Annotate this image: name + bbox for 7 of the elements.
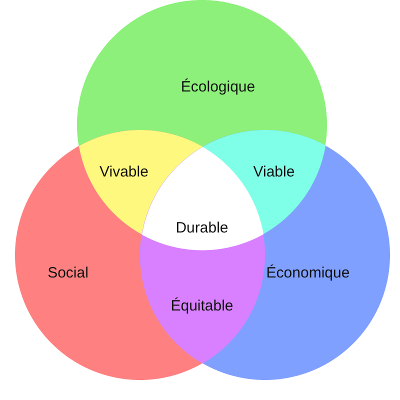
region-label: Viable	[253, 164, 295, 180]
region-label: Vivable	[100, 164, 148, 180]
region-label: Social	[48, 264, 88, 282]
region-label: Durable	[176, 219, 228, 236]
region-label: Équitable	[170, 297, 234, 314]
region-label: Économique	[266, 264, 350, 282]
region-label: Écologique	[180, 78, 256, 96]
